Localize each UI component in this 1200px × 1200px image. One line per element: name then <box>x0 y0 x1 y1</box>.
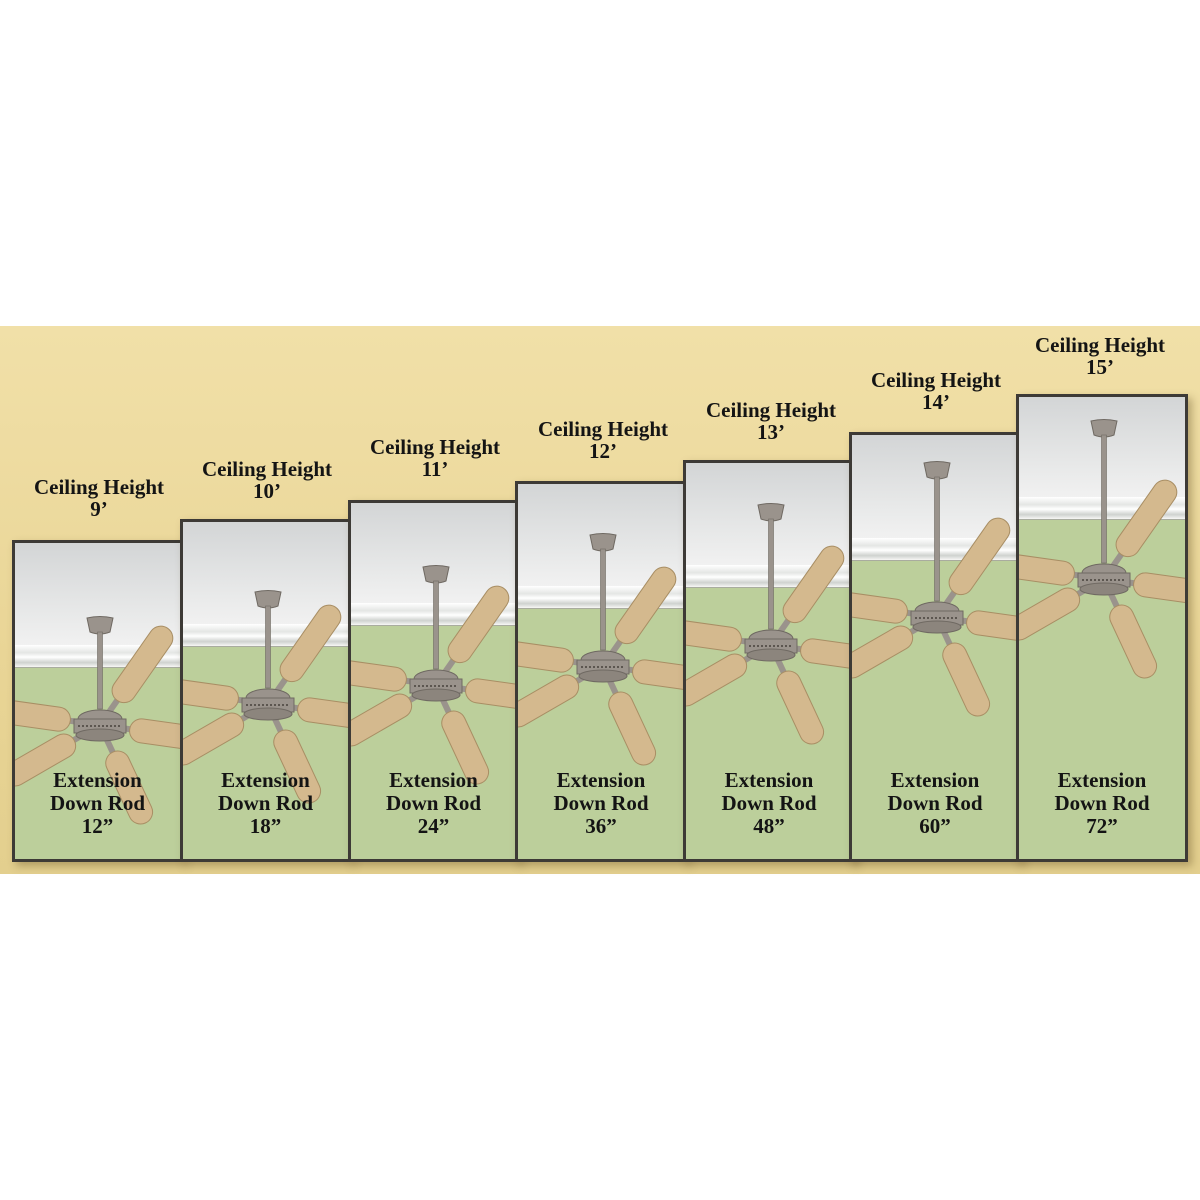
blade-board <box>778 541 848 627</box>
blade-board <box>464 677 519 713</box>
down-rod <box>935 477 940 601</box>
blade-board <box>180 709 248 770</box>
fan-blade <box>598 674 659 769</box>
motor-bottom <box>412 689 460 701</box>
down-rod <box>98 632 103 709</box>
blade-board <box>107 621 177 707</box>
blade-board <box>773 667 828 748</box>
fan-blade <box>601 562 680 661</box>
motor-bottom <box>913 621 961 633</box>
blade-board <box>965 609 1021 645</box>
fan-blade <box>266 600 345 699</box>
blade-board <box>610 562 680 648</box>
canopy <box>423 566 449 584</box>
blade-board <box>683 616 743 653</box>
canopy <box>924 462 950 480</box>
motor-bottom <box>244 708 292 720</box>
fan-blade <box>766 653 827 748</box>
blade-board <box>348 690 416 751</box>
down-rod <box>434 581 439 669</box>
motor-bottom <box>1080 583 1128 595</box>
blade-board <box>180 675 240 712</box>
blade-board <box>683 650 751 711</box>
down-rod <box>266 606 271 688</box>
motor-bottom <box>579 670 627 682</box>
blade-board <box>631 658 687 694</box>
motor-bottom <box>747 649 795 661</box>
down-rod <box>1102 435 1107 563</box>
blade-board <box>296 696 351 732</box>
blade-board <box>1106 601 1161 682</box>
blade-board <box>849 622 917 683</box>
fan-blade <box>769 541 848 640</box>
blade-board <box>1016 584 1084 645</box>
canopy <box>1091 420 1117 438</box>
blade-board <box>275 600 345 686</box>
blade-board <box>799 637 855 673</box>
canopy <box>255 591 281 609</box>
fan-blade <box>98 621 177 720</box>
blade-board <box>12 696 72 733</box>
blade-board <box>348 656 408 693</box>
blade-board <box>1111 475 1181 561</box>
blade-board <box>605 688 660 769</box>
blade-board <box>443 581 513 667</box>
down-rod-label-12in: ExtensionDown Rod12” <box>15 769 180 838</box>
blade-board <box>1016 550 1076 587</box>
blade-board <box>849 588 909 625</box>
fan-blade <box>1102 475 1181 574</box>
fan-blade <box>932 625 993 720</box>
down-rod <box>601 549 606 650</box>
fan-blade <box>935 513 1014 612</box>
blade-board <box>515 637 575 674</box>
blade-board <box>939 639 994 720</box>
fan-blade <box>1099 587 1160 682</box>
blade-board <box>128 717 183 753</box>
blade-board <box>515 671 583 732</box>
motor-bottom <box>76 729 124 741</box>
blade-board <box>944 513 1014 599</box>
fan-blade <box>434 581 513 680</box>
down-rod <box>769 519 774 629</box>
canopy <box>758 504 784 522</box>
blade-board <box>1132 571 1188 607</box>
canopy <box>87 617 113 635</box>
canopy <box>590 534 616 552</box>
